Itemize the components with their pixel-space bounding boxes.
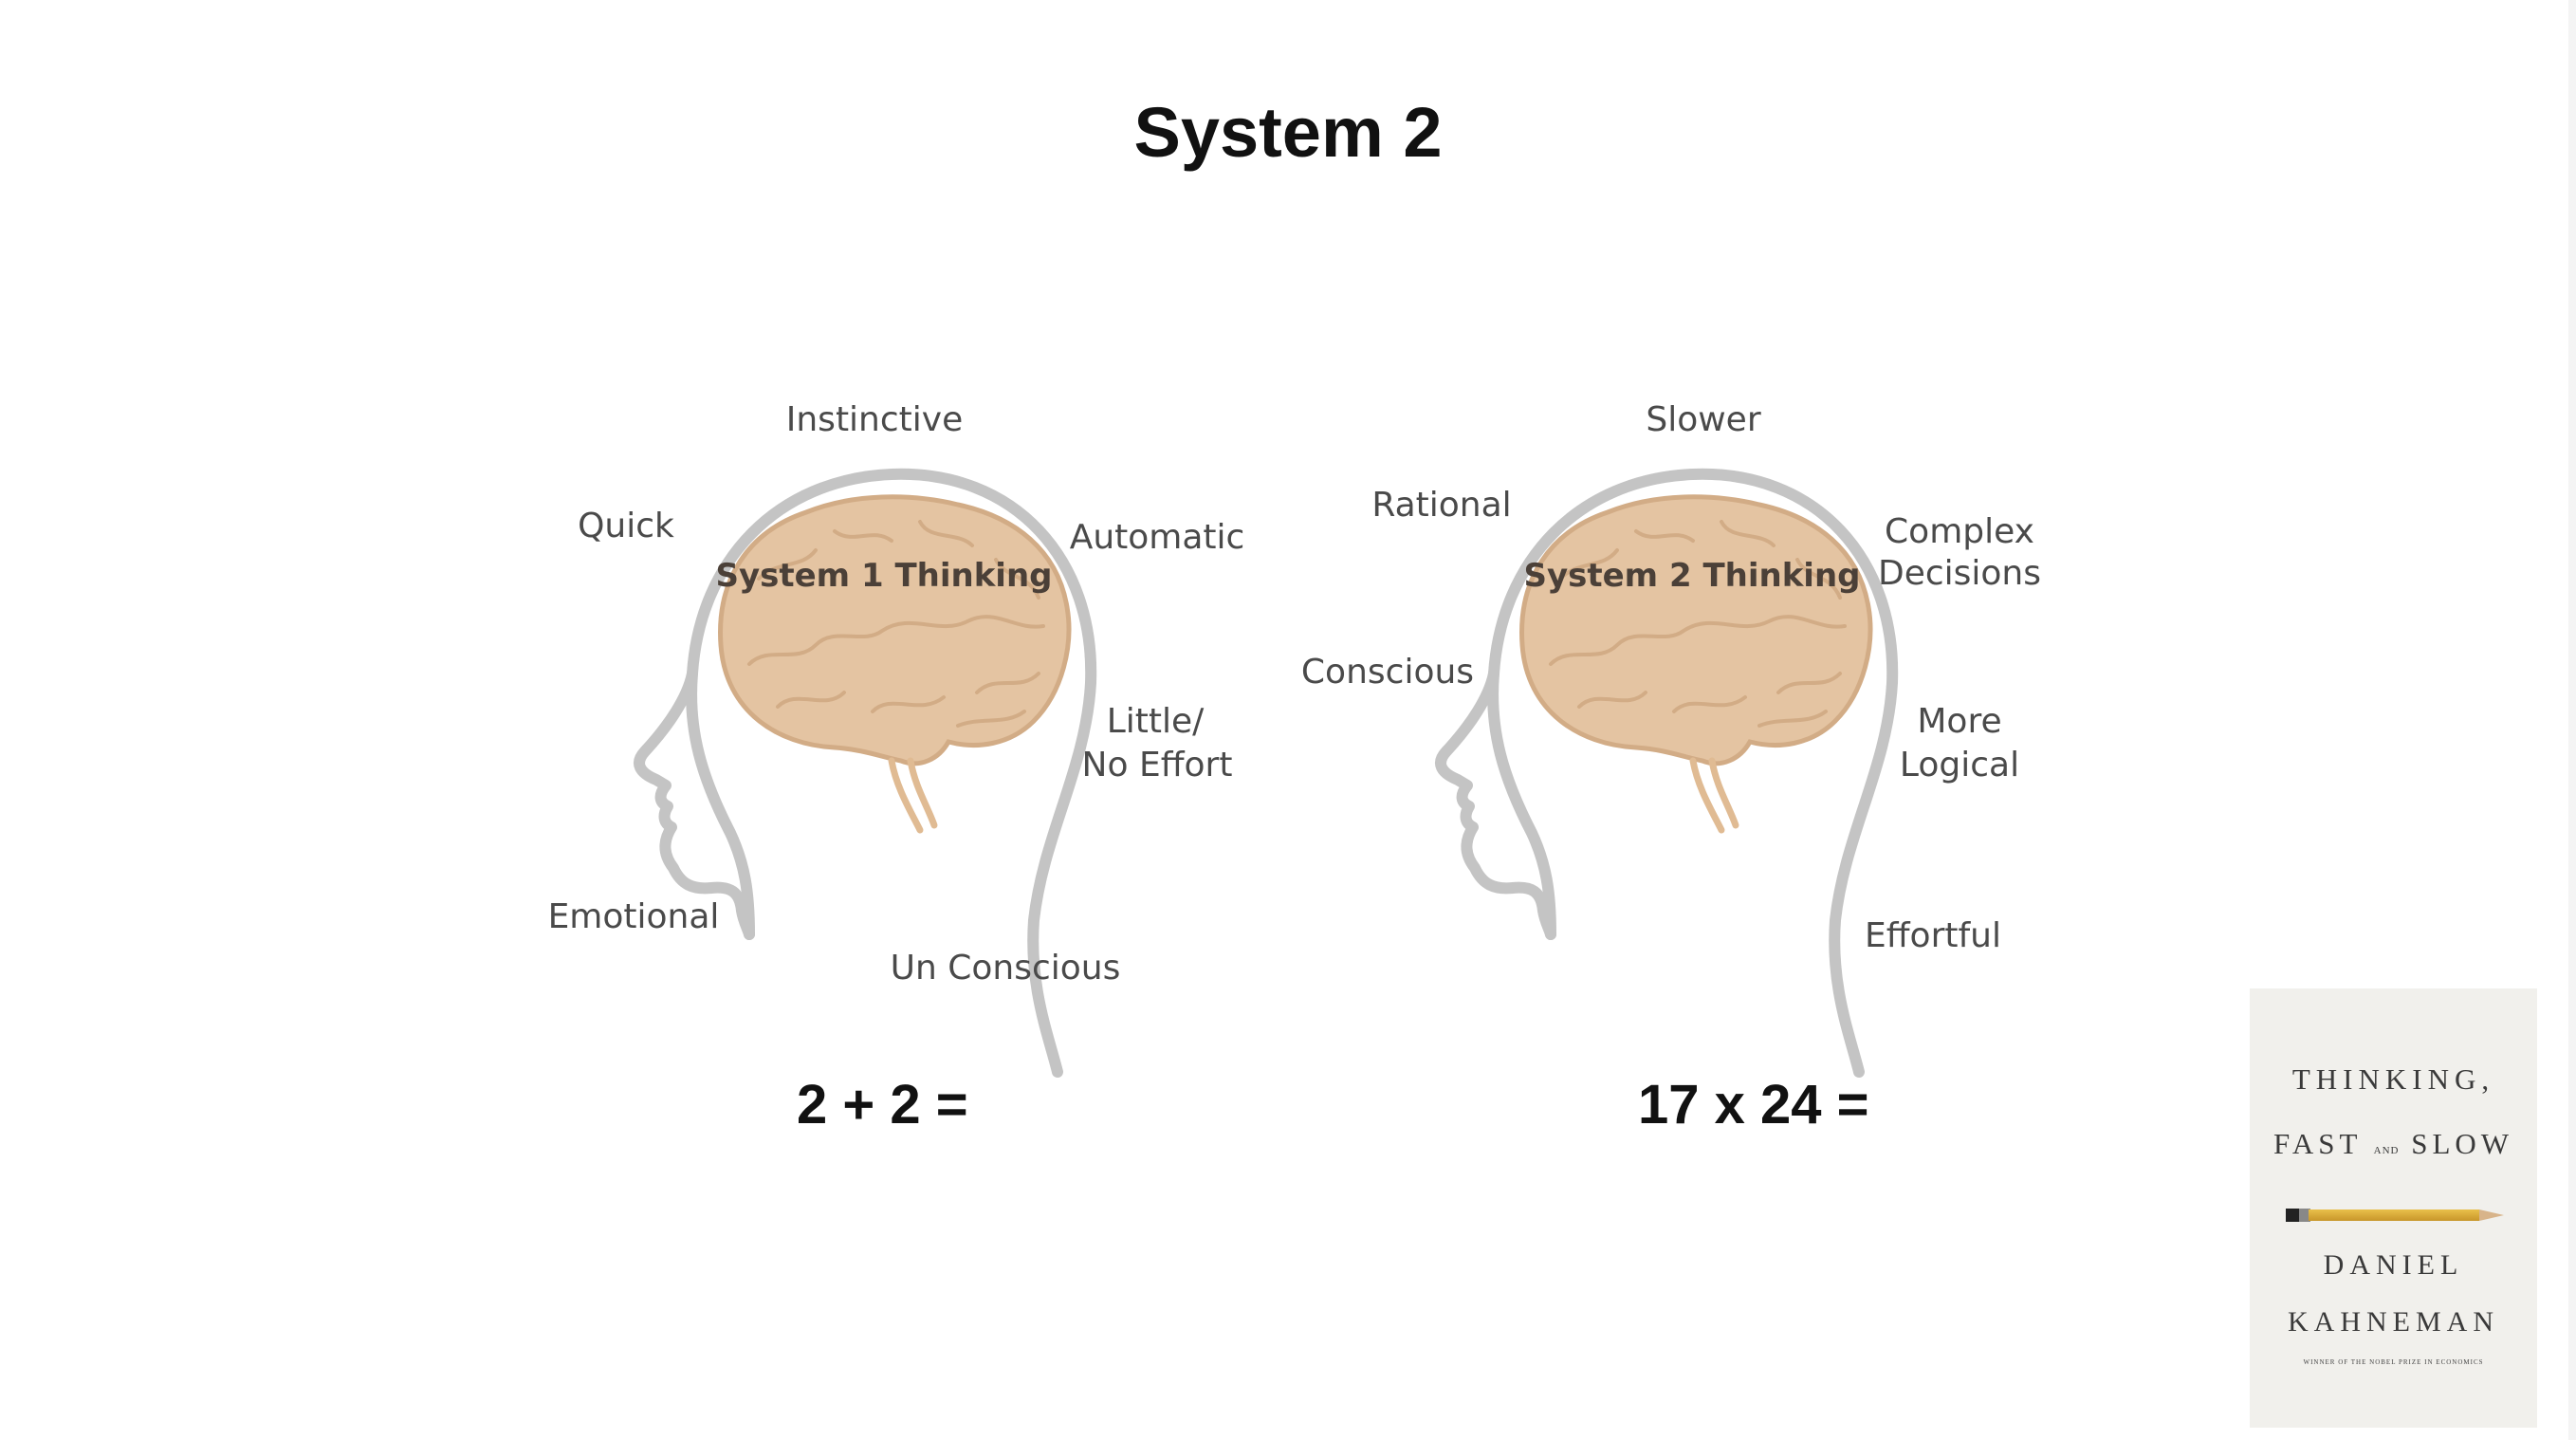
system1-brain-label: System 1 Thinking [715, 557, 1052, 595]
label-little: Little/ [1107, 702, 1205, 741]
system2-brain-label: System 2 Thinking [1523, 557, 1860, 595]
label-automatic: Automatic [1070, 518, 1245, 557]
label-un-conscious: Un Conscious [891, 949, 1121, 988]
label-complex: Complex [1885, 512, 2034, 551]
pencil-icon [2286, 1207, 2504, 1226]
book-author-first: DANIEL [2323, 1249, 2464, 1281]
label-instinctive: Instinctive [786, 400, 964, 439]
label-slower: Slower [1646, 400, 1760, 439]
right-edge [2568, 0, 2576, 1440]
label-conscious: Conscious [1301, 653, 1474, 692]
system1-brain [721, 497, 1069, 830]
system2-equation: 17 x 24 = [1638, 1074, 1869, 1135]
book-tagline: WINNER OF THE NOBEL PRIZE IN ECONOMICS [2303, 1358, 2484, 1366]
label-rational: Rational [1371, 486, 1511, 525]
label-emotional: Emotional [548, 897, 720, 936]
book-title-line1: THINKING, [2291, 1062, 2495, 1096]
system2-brain [1522, 497, 1870, 830]
book-cover: THINKING, FAST AND SLOW DANIEL KAHNEMAN … [2250, 988, 2537, 1428]
label-logical: Logical [1900, 746, 2019, 785]
book-title-and: AND [2373, 1145, 2400, 1156]
book-author-last: KAHNEMAN [2288, 1306, 2499, 1338]
label-decisions: Decisions [1878, 554, 2041, 593]
book-title-slow: SLOW [2411, 1127, 2514, 1160]
label-no-effort: No Effort [1082, 746, 1233, 785]
book-title-fast: FAST [2272, 1127, 2362, 1160]
label-effortful: Effortful [1865, 916, 2001, 955]
label-quick: Quick [578, 507, 674, 545]
system1-equation: 2 + 2 = [797, 1074, 968, 1135]
book-title-line2: FAST AND SLOW [2250, 1127, 2537, 1161]
label-more: More [1917, 702, 2001, 741]
slide-title: System 2 [1133, 93, 1443, 172]
